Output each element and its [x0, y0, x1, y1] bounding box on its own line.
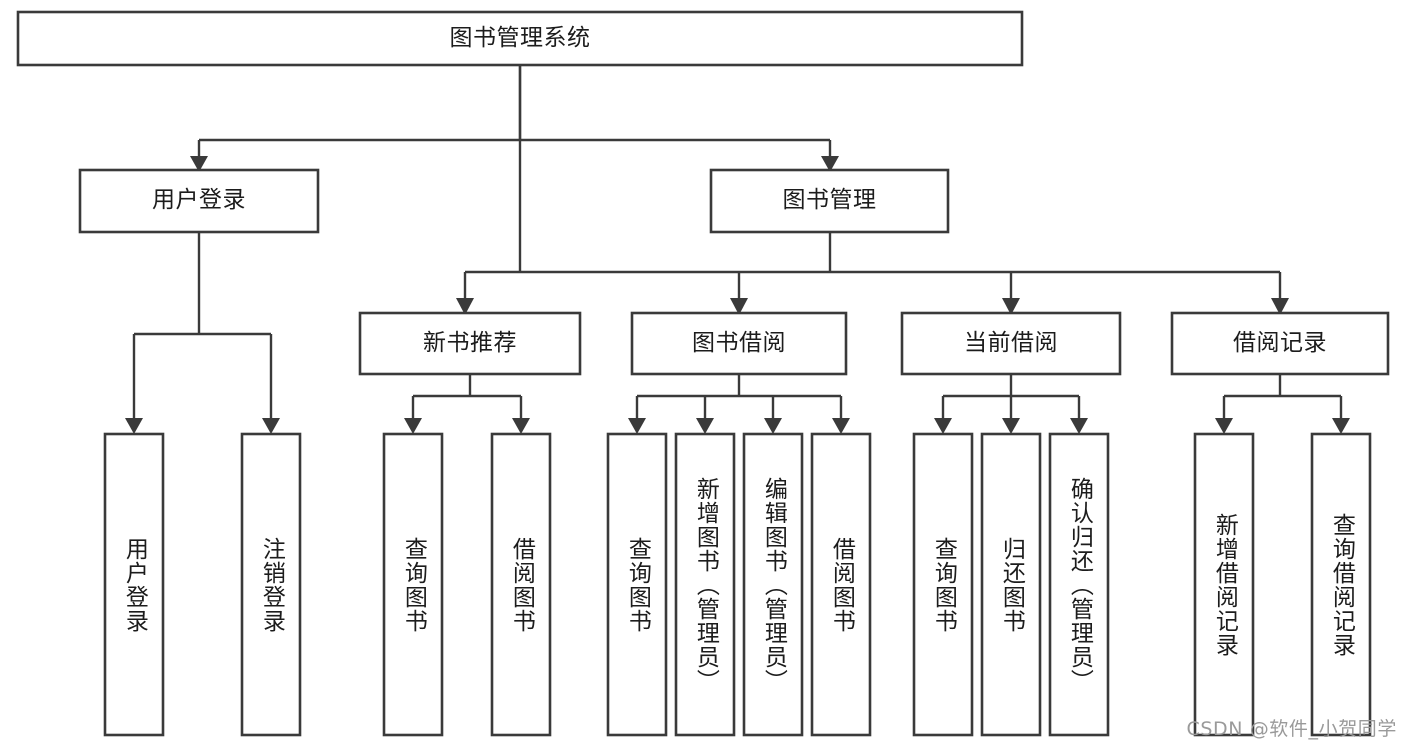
arrowhead-cb-query [934, 418, 952, 434]
arrowhead-new-book [456, 298, 474, 315]
arrowhead-bb-add [696, 418, 714, 434]
leaf-box-cb-query-book[interactable] [912, 432, 974, 737]
node-box-book-manage[interactable] [709, 168, 950, 234]
node-box-borrow-record[interactable] [1170, 311, 1390, 376]
arrowhead-bb-borrow [832, 418, 850, 434]
arrowhead-cb-confirm [1070, 418, 1088, 434]
node-box-current-borrow[interactable] [900, 311, 1122, 376]
leaf-box-br-add-record[interactable] [1193, 432, 1255, 737]
arrowhead-bb-edit [764, 418, 782, 434]
arrowhead-bb-query [628, 418, 646, 434]
node-box-root[interactable] [16, 10, 1024, 67]
node-box-user-login[interactable] [78, 168, 320, 234]
leaf-box-bb-query-book[interactable] [606, 432, 668, 737]
leaf-box-bb-edit-book[interactable] [742, 432, 804, 737]
leaf-box-br-query-record[interactable] [1310, 432, 1372, 737]
leaf-box-nb-borrow-book[interactable] [490, 432, 552, 737]
leaf-box-cb-return-book[interactable] [980, 432, 1042, 737]
arrowhead-leaf-logout [262, 418, 280, 434]
arrowhead-leaf-user-login [125, 418, 143, 434]
arrowhead-nb-borrow [512, 418, 530, 434]
node-box-new-book-recommend[interactable] [358, 311, 582, 376]
leaf-box-bb-borrow-book[interactable] [810, 432, 872, 737]
arrowhead-nb-query [404, 418, 422, 434]
arrowhead-borrow-record [1271, 298, 1289, 315]
connector-layer [125, 65, 1350, 434]
arrowhead-br-add [1215, 418, 1233, 434]
leaf-box-bb-add-book[interactable] [674, 432, 736, 737]
leaf-box-nb-query-book[interactable] [382, 432, 444, 737]
arrowhead-user-login [190, 156, 208, 172]
arrowhead-current-borrow [1002, 298, 1020, 315]
leaf-box-user-login[interactable] [103, 432, 165, 737]
arrowhead-br-query [1332, 418, 1350, 434]
leaf-box-logout[interactable] [240, 432, 302, 737]
arrowhead-book-manage [821, 156, 839, 172]
arrowhead-cb-return [1002, 418, 1020, 434]
leaf-box-cb-confirm-return[interactable] [1048, 432, 1110, 737]
node-box-layer [16, 10, 1390, 737]
arrowhead-book-borrow [730, 298, 748, 315]
node-box-book-borrow[interactable] [630, 311, 848, 376]
